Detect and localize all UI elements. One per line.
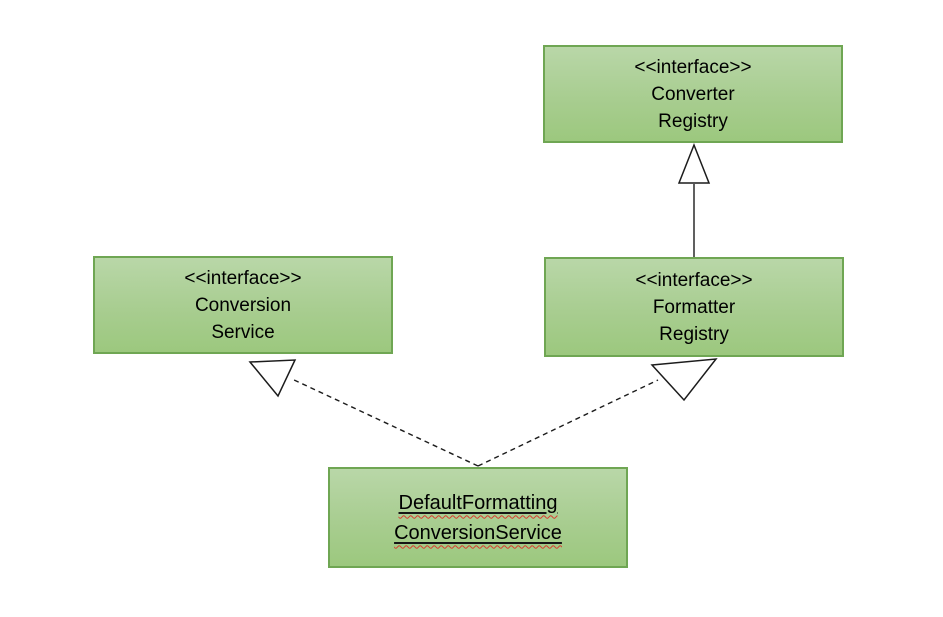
realization-line-formatter-registry	[477, 379, 659, 467]
spellcheck-squiggle-text: DefaultFormatting	[398, 491, 558, 514]
node-interface-formatter-registry: <<interface>> Formatter Registry	[544, 257, 844, 357]
realization-arrowhead-conversion-service-icon	[248, 359, 297, 398]
realization-arrowhead-formatter-registry-icon	[650, 358, 718, 402]
realization-line-conversion-service	[291, 378, 479, 467]
node-default-formatting-conversion-service: DefaultFormatting ConversionService	[328, 467, 628, 568]
node-interface-converter-registry: <<interface>> Converter Registry	[543, 45, 843, 143]
node-name-line: Conversion	[194, 294, 292, 316]
generalization-arrowhead-icon	[677, 142, 711, 184]
stereotype-label: <<interface>>	[634, 56, 752, 78]
node-name-line: Converter	[651, 83, 735, 105]
node-name-line: Formatter	[652, 296, 736, 318]
node-name-line: Service	[211, 321, 275, 343]
stereotype-label: <<interface>>	[184, 267, 302, 289]
node-name-line-underlined: DefaultFormatting	[399, 488, 558, 518]
node-interface-conversion-service: <<interface>> Conversion Service	[93, 256, 393, 354]
node-name-line: Registry	[658, 110, 728, 132]
node-name-line-underlined: ConversionService	[394, 518, 562, 548]
node-name-line: Registry	[659, 323, 729, 345]
stereotype-label: <<interface>>	[635, 269, 753, 291]
spellcheck-squiggle-text: ConversionService	[394, 521, 562, 544]
